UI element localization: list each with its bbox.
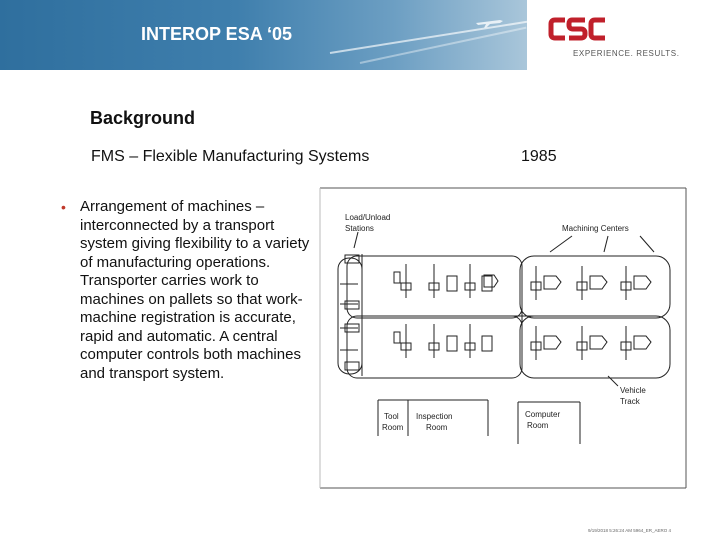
machine-group-bottom-left <box>394 324 492 358</box>
presentation-title: INTEROP ESA ‘05 <box>141 24 292 45</box>
vehicle-track-label-2: Track <box>620 397 641 406</box>
inspection-room-label-1: Inspection <box>416 412 452 421</box>
bullet-text: Arrangement of machines – interconnected… <box>80 198 311 383</box>
bullet-point: • Arrangement of machines – interconnect… <box>61 198 311 383</box>
inspection-room-label-2: Room <box>426 423 448 432</box>
load-unload-label-1: Load/Unload <box>345 213 390 222</box>
computer-room-label-1: Computer <box>525 410 560 419</box>
bullet-icon: • <box>61 198 66 217</box>
slide-heading: Background <box>90 108 195 129</box>
computer-room-label-2: Room <box>527 421 549 430</box>
machining-centers-top <box>484 266 651 300</box>
airplane-icon <box>474 15 504 29</box>
machining-centers-bottom <box>531 326 651 360</box>
load-unload-label-2: Stations <box>345 224 374 233</box>
slide-year: 1985 <box>521 148 557 166</box>
slide-subtitle: FMS – Flexible Manufacturing Systems <box>91 148 369 166</box>
slide-header: INTEROP ESA ‘05 EXPERIENCE. RESULTS. <box>0 0 720 70</box>
csc-logo <box>548 14 608 44</box>
tool-room-label-2: Room <box>382 423 404 432</box>
machine-group-top-left <box>394 264 492 298</box>
vehicle-track-label-1: Vehicle <box>620 386 646 395</box>
slide-footer: 9/19/2018 5:26:24 AM 5964_ER_AERO 4 <box>588 528 671 533</box>
machining-centers-label: Machining Centers <box>562 224 629 233</box>
tool-room-label-1: Tool <box>384 412 399 421</box>
fms-layout-diagram: Load/Unload Stations Machining Centers V… <box>318 186 688 490</box>
company-tagline: EXPERIENCE. RESULTS. <box>573 49 680 58</box>
